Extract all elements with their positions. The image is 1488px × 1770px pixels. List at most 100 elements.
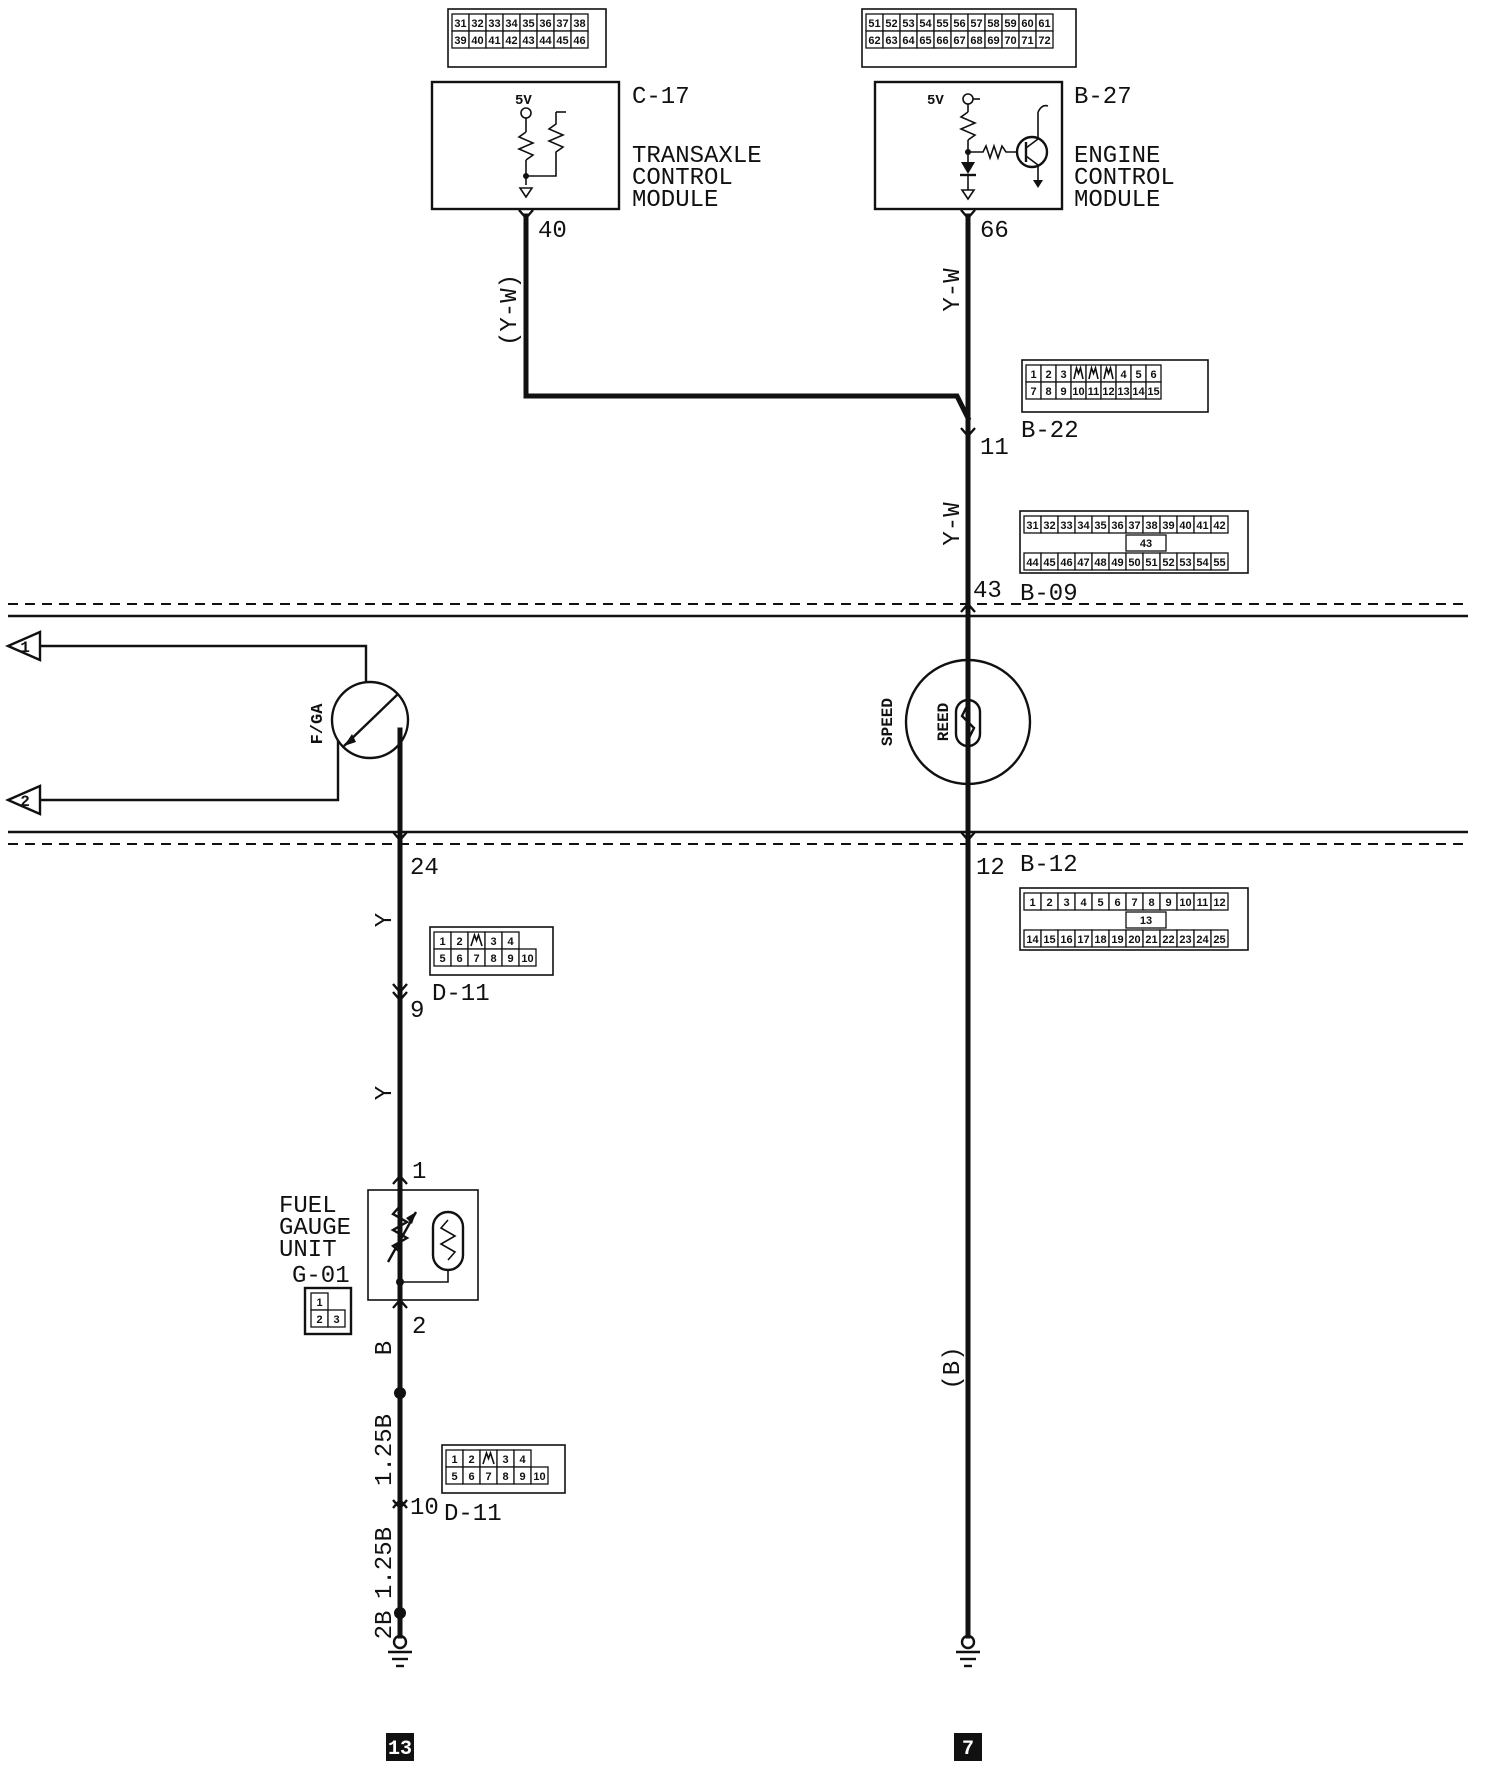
connector-pin-label: 21 (1145, 934, 1157, 946)
fuel-gauge-unit-name-line2: GAUGE (279, 1215, 351, 1242)
connector-pin-label: 10 (521, 953, 533, 965)
ground-left-ref: 13 (388, 1738, 412, 1761)
speed-label: SPEED (879, 698, 897, 746)
connector-pin-label: 41 (488, 35, 500, 47)
connector-pin-label: 67 (953, 35, 965, 47)
fuel-wire-color-middle: Y (372, 1086, 399, 1100)
svg-text:1: 1 (20, 639, 30, 657)
connector-pin-label: 22 (1162, 934, 1174, 946)
connector-pin-label: 55 (936, 18, 948, 30)
connector-pin-label: 8 (1045, 386, 1051, 398)
connector-pin-label: 37 (556, 18, 568, 30)
connector-pin-label: 45 (1043, 557, 1055, 569)
ecm-box (873, 80, 1064, 211)
connector-pin-label: 31 (454, 18, 466, 30)
connector-pin-label: 14 (1132, 386, 1145, 398)
connector-pin-label: 8 (1148, 897, 1154, 909)
connector-pin-label: 51 (868, 18, 880, 30)
connector-pin-label: 15 (1043, 934, 1055, 946)
connector-key-mark (470, 932, 483, 947)
connector-pin-label: 42 (505, 35, 517, 47)
connector-cell (327, 1309, 346, 1328)
connector-pin-label: 42 (1213, 520, 1225, 532)
connector-pin-label: 2 (1046, 897, 1052, 909)
connector-pin-label: 36 (1111, 520, 1123, 532)
connector-pin-label: 9 (507, 953, 513, 965)
fuel-gauge-unit-name-line1: FUEL (279, 1193, 337, 1220)
connector-pin-label: 32 (1043, 520, 1055, 532)
connector-pin-label: 6 (468, 1471, 474, 1483)
connector-pin-label: 9 (1165, 897, 1171, 909)
connector-pin-label: 40 (471, 35, 483, 47)
connector-pin-label: 7 (473, 953, 479, 965)
connector-pin-label: 12 (1102, 386, 1114, 398)
connector-pin-label: 57 (970, 18, 982, 30)
ecm-id: B-27 (1074, 84, 1132, 111)
connector-pin-label: 47 (1077, 557, 1089, 569)
connector-pin-label: 54 (1196, 557, 1209, 569)
connector-pin-label: 6 (1150, 369, 1156, 381)
connector-pin-label: 63 (885, 35, 897, 47)
tcm-name-line3: MODULE (632, 187, 718, 214)
d11-upper-id: D-11 (432, 981, 490, 1008)
tcm-id: C-17 (632, 84, 690, 111)
ground-wire-size-b: 1.25B (372, 1527, 399, 1599)
connector-key-mark (1073, 365, 1084, 380)
connector-pin-label: 69 (987, 35, 999, 47)
ground-right-ref-box (954, 1733, 982, 1761)
svg-text:2: 2 (20, 793, 30, 811)
connector-pin-label: 35 (522, 18, 534, 30)
connector-b27-frame (861, 8, 1077, 68)
ecm-wire-color-upper: Y-W (940, 268, 967, 312)
connector-key-mark (482, 1450, 495, 1465)
ecm-name-line3: MODULE (1074, 187, 1160, 214)
connector-pin-label: 3 (1063, 897, 1069, 909)
connector-pin-label: 2 (468, 1454, 474, 1466)
connector-cell (1210, 515, 1229, 534)
speed-ground-wire-color: (B) (940, 1346, 967, 1389)
fuel-wire-color-upper: Y (372, 913, 399, 927)
ground-left-ref-box (386, 1733, 414, 1761)
connector-pin-label: 24 (1196, 934, 1209, 946)
connector-pin-label: 10 (533, 1471, 545, 1483)
connector-pin-label: 40 (1179, 520, 1191, 532)
connector-pin-label: 5 (439, 953, 445, 965)
connector-pin-label: 68 (970, 35, 982, 47)
connector-pin-label: 13 (1117, 386, 1129, 398)
reed-label: REED (935, 703, 953, 741)
connector-pin-label: 10 (1179, 897, 1191, 909)
offpage-ref-2: 2 (5, 784, 42, 816)
connector-b12-frame (1019, 887, 1249, 951)
connector-pin-label: 14 (1026, 934, 1039, 946)
connector-pin-label: 5 (451, 1471, 457, 1483)
connector-pin-label: 3 (502, 1454, 508, 1466)
b12-id: B-12 (1020, 852, 1078, 879)
connector-pin-label: 4 (1080, 897, 1087, 909)
connector-pin-label: 9 (519, 1471, 525, 1483)
connector-pin-label: 37 (1128, 520, 1140, 532)
connector-d11-upper-frame (429, 926, 554, 976)
connector-pin-label: 2 (456, 936, 462, 948)
connector-pin-label: 60 (1021, 18, 1033, 30)
g01-pin-bottom: 2 (412, 1314, 426, 1341)
connector-pin-label: 4 (519, 1454, 526, 1466)
connector-b22-frame (1021, 359, 1209, 413)
tcm-pin-number: 40 (538, 218, 567, 245)
gauge-ground-wire-color: B (372, 1341, 399, 1355)
connector-pin-label: 33 (1060, 520, 1072, 532)
ground-wire-size-c: 2B (372, 1611, 399, 1640)
connector-pin-label: 12 (1213, 897, 1225, 909)
connector-pin-label: 41 (1196, 520, 1208, 532)
connector-pin-label: 51 (1145, 557, 1157, 569)
connector-pin-label: 6 (1114, 897, 1120, 909)
tcm-voltage-label: 5V (515, 93, 532, 109)
b09-pin-number: 43 (973, 578, 1002, 605)
connector-pin-label: 38 (573, 18, 585, 30)
connector-pin-label: 8 (490, 953, 496, 965)
tcm-signal-wire (523, 213, 972, 422)
connector-pin-label: 72 (1038, 35, 1050, 47)
connector-pin-label: 6 (456, 953, 462, 965)
connector-cell (570, 30, 589, 49)
